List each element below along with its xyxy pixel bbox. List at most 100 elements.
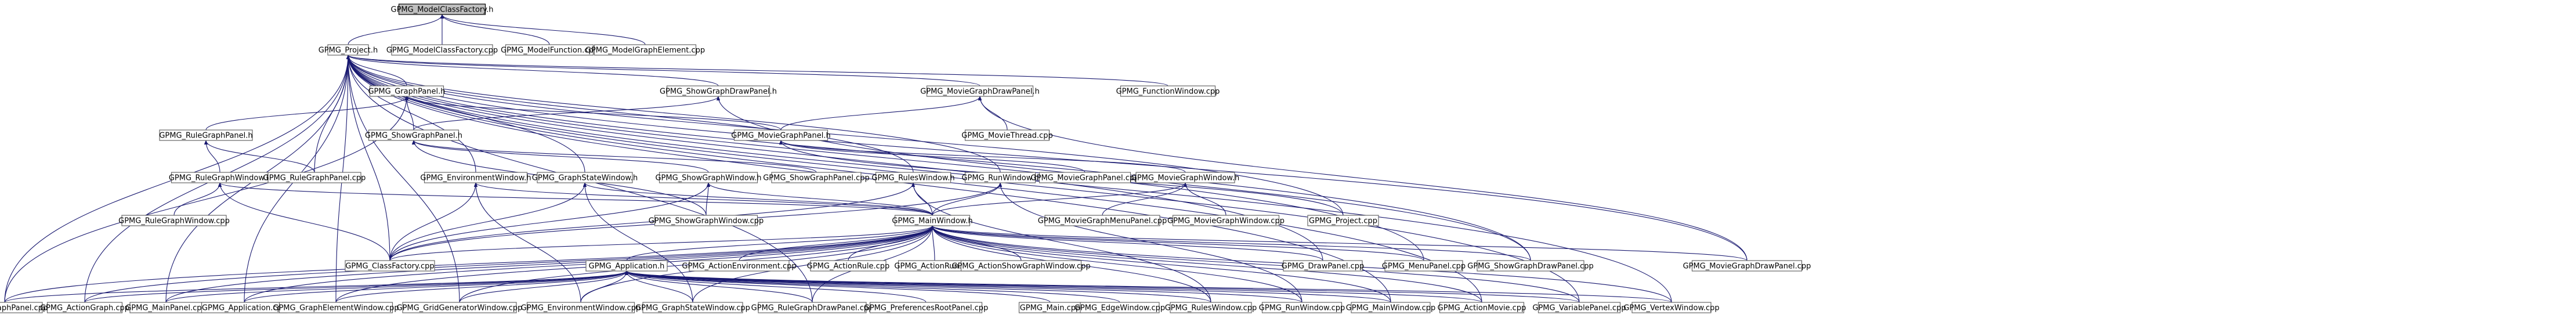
node-ruleswindow-h[interactable]: GPMG_RulesWindow.h — [871, 172, 955, 183]
node-functionwindow-cpp[interactable]: GPMG_FunctionWindow.cpp — [1116, 85, 1220, 97]
node-mainpanel-cpp[interactable]: GPMG_MainPanel.cpp — [125, 302, 207, 313]
edge-moviegraphmenupanel-cpp-to-moviegraphwindow-h — [1102, 182, 1188, 216]
node-moviegraphmenupanel-cpp[interactable]: GPMG_MovieGraphMenuPanel.cpp — [1038, 215, 1167, 226]
edge-actionmovie-cpp-to-application-h — [625, 270, 1482, 303]
edge-mainwindow-cpp-to-mainwindow-h — [931, 225, 1391, 303]
node-box — [505, 44, 594, 56]
node-ruleswindow-cpp[interactable]: GPMG_RulesWindow.cpp — [1165, 302, 1257, 313]
node-actionshowgraphwindow-cpp[interactable]: GPMG_ActionShowGraphWindow.cpp — [951, 260, 1091, 272]
node-label: GPMG_GraphPanel.h — [368, 88, 445, 96]
node-moviegraphwindow-h[interactable]: GPMG_MovieGraphWindow.h — [1131, 172, 1240, 183]
node-label: GPMG_ActionRule.cpp — [807, 262, 890, 271]
node-project-cpp[interactable]: GPMG_Project.cpp — [1307, 215, 1379, 226]
edge-modelfunction-cpp-to-root — [440, 14, 550, 45]
node-mainwindow-h[interactable]: GPMG_MainWindow.h — [892, 215, 973, 226]
node-box — [267, 172, 361, 183]
node-moviegraphdrawpanel-h[interactable]: GPMG_MovieGraphDrawPanel.h — [920, 85, 1040, 97]
node-modelgraphelement-cpp[interactable]: GPMG_ModelGraphElement.cpp — [585, 44, 705, 56]
node-actionrule-cpp[interactable]: GPMG_ActionRule.cpp — [807, 260, 890, 272]
node-moviegraphdrawpanel-cpp[interactable]: GPMG_MovieGraphDrawPanel.cpp — [1683, 260, 1811, 272]
node-modelfunction-cpp[interactable]: GPMG_ModelFunction.cpp — [501, 44, 598, 56]
node-rulegraphdrawpanel-cpp[interactable]: GPMG_RuleGraphDrawPanel.cpp — [751, 302, 874, 313]
edge-showgraphwindow-h-to-showgraphpanel-h — [412, 140, 709, 173]
node-modelclassfactory-cpp[interactable]: GPMG_ModelClassFactory.cpp — [386, 44, 498, 56]
node-rulegraphpanel-h[interactable]: GPMG_RuleGraphPanel.h — [159, 129, 253, 141]
edge-classfactory-cpp-to-mainwindow-h — [389, 225, 934, 261]
node-box — [758, 302, 867, 313]
node-environmentwindow-h[interactable]: GPMG_EnvironmentWindow.h — [420, 172, 531, 183]
node-graphpanel-h[interactable]: GPMG_GraphPanel.h — [368, 85, 446, 97]
node-edgewindow-cpp[interactable]: GPMG_EdgeWindow.cpp — [1074, 302, 1165, 313]
node-moviegraphpanel-h[interactable]: GPMG_MovieGraphPanel.h — [731, 129, 831, 141]
edge-classfactory-cpp-to-project-h — [346, 55, 390, 261]
node-box — [1170, 302, 1252, 313]
edge-moviegraphpanel-h-to-graphpanel-h — [405, 96, 782, 131]
node-graphstatewindow-cpp[interactable]: GPMG_GraphStateWindow.cpp — [635, 302, 750, 313]
node-root[interactable]: GPMG_ModelClassFactory.h — [391, 3, 494, 15]
edge-main-cpp-to-application-h — [625, 270, 1051, 303]
node-vertexwindow-cpp[interactable]: GPMG_VertexWindow.cpp — [1623, 302, 1720, 313]
node-variablepanel-cpp[interactable]: GPMG_VariablePanel.cpp — [1532, 302, 1626, 313]
node-drawpanel-cpp[interactable]: GPMG_DrawPanel.cpp — [1282, 260, 1365, 272]
edge-runwindow-cpp-to-mainwindow-h — [930, 225, 1303, 303]
node-label: GPMG_ActionShowGraphWindow.cpp — [951, 262, 1090, 271]
node-box — [391, 44, 493, 56]
node-moviegraphwindow-cpp[interactable]: GPMG_MovieGraphWindow.cpp — [1167, 215, 1285, 226]
node-label: GPMG_FunctionWindow.cpp — [1116, 88, 1220, 96]
node-box — [46, 302, 123, 313]
node-actiongraph-cpp[interactable]: GPMG_ActionGraph.cpp — [40, 302, 129, 313]
node-mainwindow-cpp[interactable]: GPMG_MainWindow.cpp — [1346, 302, 1436, 313]
edge-menupanel-cpp-to-mainwindow-h — [931, 225, 1424, 261]
edge-rulegraphpanel-h-to-graphpanel-h — [205, 96, 408, 131]
node-main-cpp[interactable]: GPMG_Main.cpp — [1018, 302, 1082, 313]
node-project-h[interactable]: GPMG_Project.h — [319, 44, 378, 56]
node-box — [398, 3, 486, 15]
node-label: GPMG_ShowGraphWindow.h — [655, 174, 761, 183]
node-showgraphwindow-cpp[interactable]: GPMG_ShowGraphWindow.cpp — [649, 215, 764, 226]
node-rulegraphpanel-cpp[interactable]: GPMG_RuleGraphPanel.cpp — [263, 172, 366, 183]
edge-mainwindow-cpp-to-project-h — [346, 55, 1391, 303]
node-label: GPMG_Project.cpp — [1309, 217, 1377, 226]
node-gridgeneratorwindow-cpp[interactable]: GPMG_GridGeneratorWindow.cpp — [397, 302, 523, 313]
edge-classfactory-cpp-to-graphstatewindow-h — [389, 182, 587, 261]
node-rulegraphwindow-h[interactable]: GPMG_RuleGraphWindow.h — [169, 172, 271, 183]
node-preferencesrootpanel-cpp[interactable]: GPMG_PreferencesRootPanel.cpp — [864, 302, 988, 313]
node-showgraphdrawpanel-h[interactable]: GPMG_ShowGraphDrawPanel.h — [660, 85, 777, 97]
edge-environmentwindow-cpp-to-application-h — [580, 270, 629, 303]
node-actionmovie-cpp[interactable]: GPMG_ActionMovie.cpp — [1438, 302, 1526, 313]
node-moviegraphpanel-cpp[interactable]: GPMG_MovieGraphPanel.cpp — [1031, 172, 1139, 183]
edge-mainwindow-cpp-to-application-h — [625, 270, 1391, 303]
node-graphstatewindow-h[interactable]: GPMG_GraphStateWindow.h — [532, 172, 638, 183]
node-showgraphdrawpanel-cpp[interactable]: GPMG_ShowGraphDrawPanel.cpp — [1467, 260, 1594, 272]
node-label: GPMG_MovieGraphWindow.h — [1131, 174, 1240, 183]
node-runwindow-cpp[interactable]: GPMG_RunWindow.cpp — [1259, 302, 1345, 313]
node-rulegraphwindow-cpp[interactable]: GPMG_RuleGraphWindow.cpp — [118, 215, 230, 226]
node-classfactory-cpp[interactable]: GPMG_ClassFactory.cpp — [345, 260, 435, 272]
node-label: GPMG_RuleGraphPanel.h — [159, 132, 252, 140]
node-label: GPMG_ActionGraph.cpp — [40, 304, 129, 313]
node-box — [1172, 215, 1280, 226]
node-box — [1283, 260, 1363, 272]
node-application-cpp[interactable]: GPMG_Application.cpp — [201, 302, 288, 313]
edge-moviegraphpanel-cpp-to-moviegraphpanel-h — [779, 140, 1086, 173]
edge-moviethread-cpp-to-moviegraphdrawpanel-h — [978, 96, 1008, 131]
node-label: GPMG_Main.cpp — [1020, 304, 1081, 313]
node-menupanel-cpp[interactable]: GPMG_MenuPanel.cpp — [1382, 260, 1466, 272]
node-box — [1135, 172, 1235, 183]
edge-actiongraph-cpp-to-mainwindow-h — [84, 225, 934, 303]
node-graphpanel-cpp[interactable]: GPMG_GraphPanel.cpp — [0, 302, 48, 313]
node-label: GPMG_MainWindow.h — [892, 217, 972, 226]
node-graphelementwindow-cpp[interactable]: GPMG_GraphElementWindow.cpp — [273, 302, 399, 313]
node-showgraphpanel-h[interactable]: GPMG_ShowGraphPanel.h — [365, 129, 462, 141]
node-showgraphpanel-cpp[interactable]: GPMG_ShowGraphPanel.cpp — [763, 172, 870, 183]
node-moviethread-cpp[interactable]: GPMG_MovieThread.cpp — [961, 129, 1053, 141]
edge-showgraphpanel-cpp-to-showgraphpanel-h — [412, 140, 817, 173]
edge-mainwindow-h-to-environmentwindow-h — [474, 182, 933, 216]
node-environmentwindow-cpp[interactable]: GPMG_EnvironmentWindow.cpp — [521, 302, 641, 313]
node-application-h[interactable]: GPMG_Application.h — [585, 260, 668, 272]
node-showgraphwindow-h[interactable]: GPMG_ShowGraphWindow.h — [655, 172, 762, 183]
node-runwindow-h[interactable]: GPMG_RunWindow.h — [961, 172, 1039, 183]
node-actionenvironment-cpp[interactable]: GPMG_ActionEnvironment.cpp — [682, 260, 797, 272]
edge-runwindow-h-to-project-h — [346, 55, 1001, 173]
edge-runwindow-cpp-to-runwindow-h — [998, 182, 1303, 303]
